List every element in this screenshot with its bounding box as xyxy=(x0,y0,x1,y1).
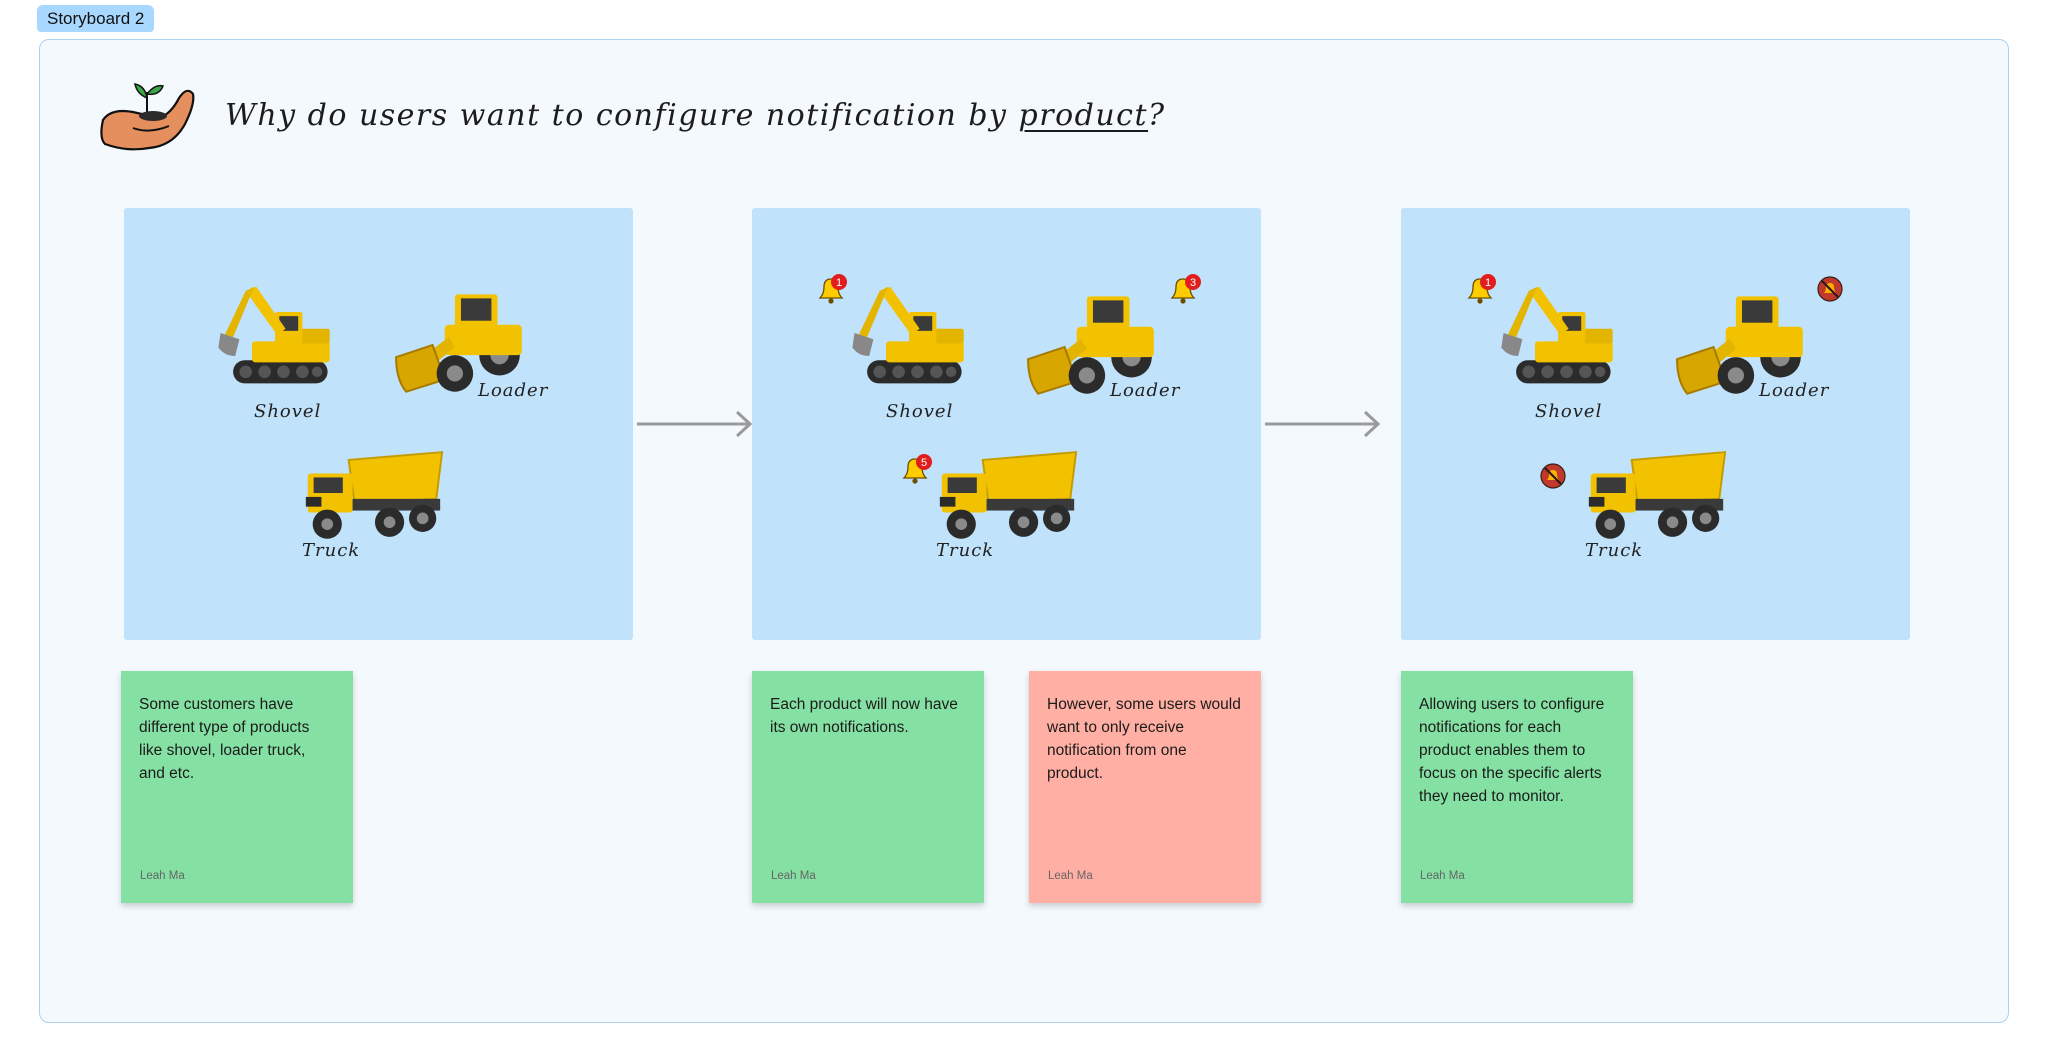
truck-label: Truck xyxy=(1585,540,1644,561)
badge-count: 1 xyxy=(1485,277,1491,289)
note-text: However, some users would want to only r… xyxy=(1047,696,1241,782)
shovel-image xyxy=(210,276,336,392)
truck-image xyxy=(1583,440,1729,548)
shovel-image xyxy=(844,276,970,392)
truck-image xyxy=(934,440,1080,548)
note-text: Some customers have different type of pr… xyxy=(139,696,310,782)
truck-label: Truck xyxy=(936,540,995,561)
storyboard-label[interactable]: Storyboard 2 xyxy=(37,5,155,32)
sticky-note[interactable]: Each product will now have its own notif… xyxy=(752,671,984,903)
note-author: Leah Ma xyxy=(1048,870,1093,882)
notification-badge: 5 xyxy=(916,454,932,470)
storyboard-frame-1: Shovel Loader Truck xyxy=(124,208,633,640)
arrow-right-icon xyxy=(637,410,753,438)
shovel-label: Shovel xyxy=(1535,401,1603,422)
shovel-label: Shovel xyxy=(886,401,954,422)
shovel-label: Shovel xyxy=(254,401,322,422)
note-author: Leah Ma xyxy=(1420,870,1465,882)
notification-badge: 3 xyxy=(1185,274,1201,290)
badge-count: 5 xyxy=(921,457,927,469)
storyboard-frame-2: Shovel 1 Loader 3 Truck 5 xyxy=(752,208,1261,640)
sticky-note[interactable]: Allowing users to configure notification… xyxy=(1401,671,1633,903)
storyboard-title: Why do users want to configure notificat… xyxy=(225,98,1166,133)
badge-count: 3 xyxy=(1190,277,1196,289)
note-text: Allowing users to configure notification… xyxy=(1419,696,1605,805)
note-text: Each product will now have its own notif… xyxy=(770,696,958,736)
loader-label: Loader xyxy=(478,380,549,401)
notification-badge: 1 xyxy=(1480,274,1496,290)
storyboard-frame-3: Shovel 1 Loader Truck xyxy=(1401,208,1910,640)
badge-count: 1 xyxy=(836,277,842,289)
truck-label: Truck xyxy=(302,540,361,561)
muted-bell-icon xyxy=(1816,275,1844,303)
arrow-right-icon xyxy=(1265,410,1381,438)
title-emphasis: product xyxy=(1018,98,1149,133)
sticky-note[interactable]: Some customers have different type of pr… xyxy=(121,671,353,903)
hand-sprout-icon xyxy=(100,83,195,151)
loader-label: Loader xyxy=(1110,380,1181,401)
notification-badge: 1 xyxy=(831,274,847,290)
note-author: Leah Ma xyxy=(771,870,816,882)
note-author: Leah Ma xyxy=(140,870,185,882)
title-suffix: ? xyxy=(1148,98,1166,133)
muted-bell-icon xyxy=(1539,462,1567,490)
sticky-note[interactable]: However, some users would want to only r… xyxy=(1029,671,1261,903)
title-text: Why do users want to configure notificat… xyxy=(225,98,1019,133)
shovel-image xyxy=(1493,276,1619,392)
truck-image xyxy=(300,440,446,548)
loader-label: Loader xyxy=(1759,380,1830,401)
